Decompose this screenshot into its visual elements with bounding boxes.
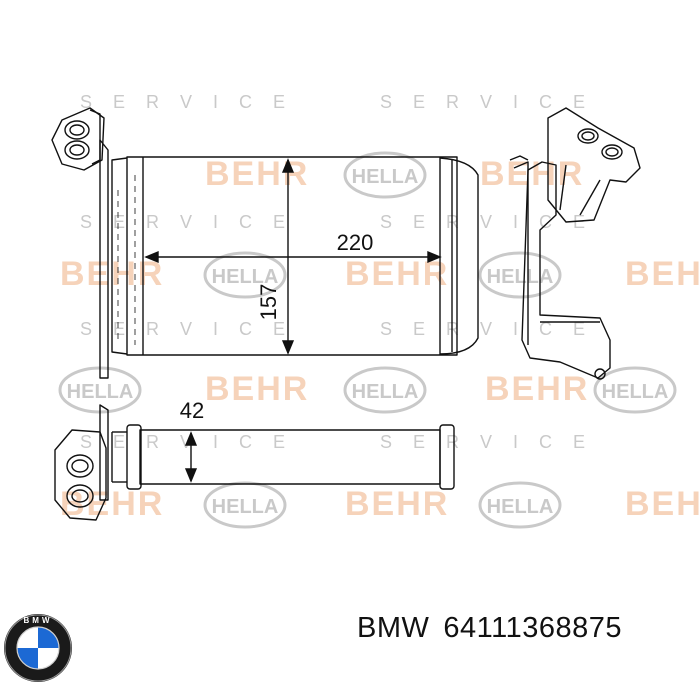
- behr-watermark: BEHR: [60, 255, 164, 293]
- dimension-height-label: 157: [256, 284, 281, 321]
- service-watermark: S E R V I C E: [380, 92, 593, 112]
- behr-watermark: BEHR: [625, 485, 700, 523]
- hella-watermark-ring: [343, 366, 427, 414]
- heater-core-drawing: BEHR HELLA BEHR BEHR HELLA BEHR HELLA BEHR HELLA…: [51, 92, 700, 529]
- service-watermark: S E R V I C E: [80, 212, 293, 232]
- hella-watermark: HELLA: [67, 381, 134, 403]
- heater-core-top-view: [54, 404, 455, 521]
- hella-watermark: HELLA: [212, 266, 279, 288]
- dimension-depth: [184, 431, 198, 483]
- hella-watermark-ring: [478, 251, 562, 299]
- part-caption: BMW 64111368875: [357, 612, 636, 645]
- behr-watermark: BEHR: [625, 255, 700, 293]
- brand-name: BMW: [357, 612, 430, 644]
- hella-watermark: HELLA: [352, 166, 419, 188]
- behr-watermark: BEHR: [345, 485, 449, 523]
- service-watermark: S E R V I C E: [380, 319, 593, 339]
- service-watermark: S E R V I C E: [80, 432, 293, 452]
- heater-core-front-view: [51, 107, 479, 379]
- service-watermark: S E R V I C E: [80, 92, 293, 112]
- hella-watermark-ring: [478, 481, 562, 529]
- heater-core-side-view: [509, 107, 641, 380]
- dimension-height: [281, 158, 295, 355]
- hella-watermark: HELLA: [487, 266, 554, 288]
- hella-watermark-ring: [203, 481, 287, 529]
- behr-watermark: BEHR: [205, 370, 309, 408]
- dimension-length-label: 220: [337, 230, 374, 255]
- hella-watermark-ring: [203, 251, 287, 299]
- hella-watermark: HELLA: [352, 381, 419, 403]
- part-number: 64111368875: [443, 612, 622, 644]
- watermark-layer: BEHR HELLA BEHR BEHR HELLA BEHR HELLA BEHR HELLA…: [58, 92, 700, 529]
- core-body: [126, 156, 458, 356]
- hella-watermark: HELLA: [212, 496, 279, 518]
- hella-watermark-ring: [343, 151, 427, 199]
- hella-watermark: HELLA: [602, 381, 669, 403]
- service-watermark: S E R V I C E: [380, 432, 593, 452]
- service-watermark: S E R V I C E: [380, 212, 593, 232]
- behr-watermark: BEHR: [485, 370, 589, 408]
- behr-watermark: BEHR: [345, 255, 449, 293]
- svg-text:BMW: BMW: [24, 616, 53, 625]
- bmw-logo: BMW: [4, 614, 72, 682]
- behr-watermark: BEHR: [60, 485, 164, 523]
- service-watermark: S E R V I C E: [80, 319, 293, 339]
- dimension-length: [144, 250, 442, 264]
- hella-watermark: HELLA: [487, 496, 554, 518]
- behr-watermark: BEHR: [480, 155, 584, 193]
- hella-watermark-ring: [593, 366, 677, 414]
- behr-watermark: BEHR: [205, 155, 309, 193]
- dimension-depth-label: 42: [180, 398, 204, 423]
